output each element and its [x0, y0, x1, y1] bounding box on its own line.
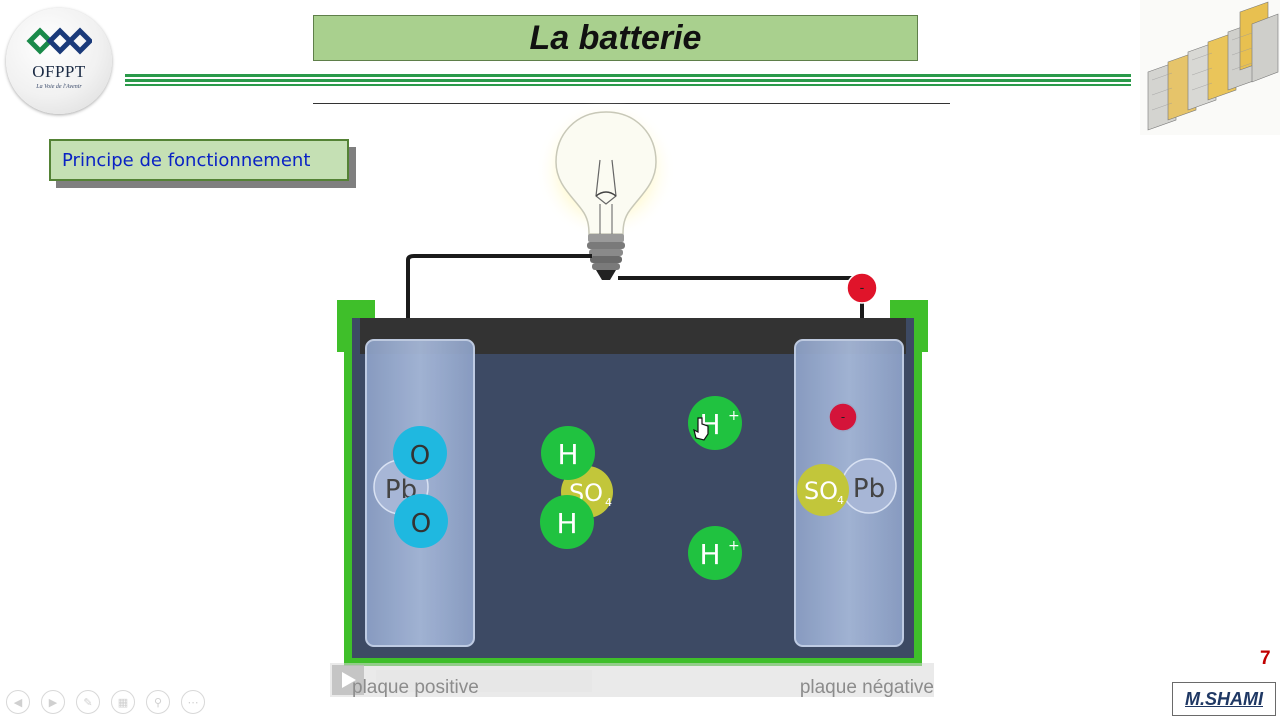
- author-name: M.SHAMI: [1185, 688, 1263, 709]
- svg-text:H: H: [557, 438, 578, 471]
- ofppt-logo: OFPPT La Voie de l'Avenir: [6, 8, 112, 114]
- green-divider: [125, 84, 1131, 86]
- slide-title-box: La batterie: [313, 15, 918, 61]
- slide-title: La batterie: [529, 18, 702, 57]
- svg-text:SO: SO: [804, 477, 838, 505]
- battery-animation-video[interactable]: - Pb O O SO 4 H H H + H + - Pb SO: [300, 100, 980, 710]
- light-bulb-icon: [536, 100, 676, 280]
- next-icon[interactable]: ▶: [41, 690, 65, 714]
- section-label-text: Principe de fonctionnement: [62, 149, 311, 171]
- hand-cursor-icon: [693, 417, 709, 441]
- electron-wire-icon: -: [846, 272, 878, 304]
- pbo2-molecule: Pb O O: [373, 426, 448, 548]
- plate-label-negative: plaque négative: [800, 677, 934, 698]
- logo-name: OFPPT: [32, 62, 86, 81]
- more-icon[interactable]: ⋯: [181, 690, 205, 714]
- wire-positive: [406, 254, 592, 340]
- play-icon: [342, 672, 356, 688]
- hydrogen-ion: H +: [688, 396, 742, 450]
- pen-icon[interactable]: ✎: [76, 690, 100, 714]
- slideshow-toolbar: ◀ ▶ ✎ ▦ ⚲ ⋯: [6, 690, 205, 714]
- green-divider: [125, 79, 1131, 82]
- section-label: Principe de fonctionnement: [49, 139, 349, 181]
- svg-text:O: O: [411, 509, 431, 539]
- svg-text:H: H: [699, 538, 720, 571]
- slides-icon[interactable]: ▦: [111, 690, 135, 714]
- svg-text:H: H: [556, 507, 577, 540]
- author-box: M.SHAMI: [1172, 682, 1276, 716]
- zoom-icon[interactable]: ⚲: [146, 690, 170, 714]
- wire-negative: [618, 276, 864, 288]
- battery-plates-image: [1140, 0, 1280, 135]
- green-divider: [125, 74, 1131, 77]
- svg-text:Pb: Pb: [853, 474, 885, 504]
- svg-text:-: -: [860, 281, 865, 296]
- h2so4-molecule: SO 4 H H: [540, 426, 613, 549]
- electron-plate-icon: -: [828, 402, 858, 432]
- video-progress[interactable]: [376, 670, 592, 692]
- pbso4-molecule: Pb SO 4: [797, 458, 897, 516]
- logo-tagline: La Voie de l'Avenir: [36, 84, 82, 90]
- svg-text:+: +: [728, 408, 740, 424]
- page-number: 7: [1260, 648, 1271, 669]
- svg-text:O: O: [410, 441, 430, 471]
- svg-text:-: -: [841, 410, 845, 424]
- thin-divider: [313, 103, 950, 104]
- svg-text:4: 4: [837, 494, 844, 507]
- svg-text:+: +: [728, 538, 740, 554]
- hydrogen-ion: H +: [688, 526, 742, 580]
- logo-diamonds-icon: [26, 27, 92, 55]
- plate-label-positive: plaque positive: [352, 677, 479, 698]
- svg-text:4: 4: [605, 496, 612, 509]
- prev-icon[interactable]: ◀: [6, 690, 30, 714]
